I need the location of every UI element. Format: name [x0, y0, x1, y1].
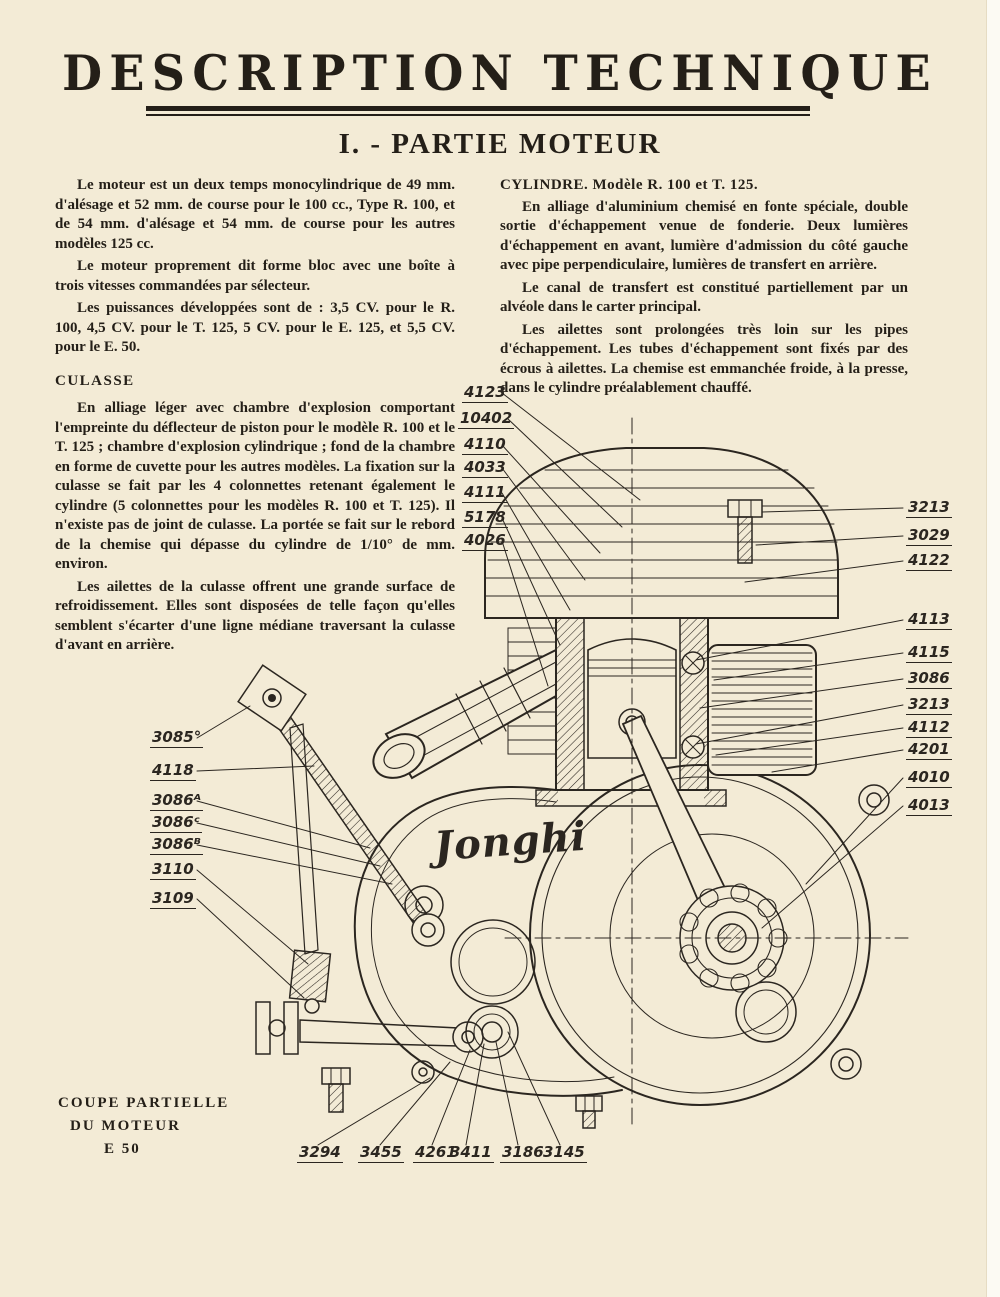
part-label-3213-top: 3213 — [906, 498, 952, 518]
mount-bolt-shank — [328, 1083, 344, 1113]
part-label-3086b: 3086ᴮ — [150, 835, 203, 855]
part-label-3411: 3411 — [448, 1143, 494, 1163]
caption-line-3: E 50 — [104, 1141, 141, 1157]
part-label-4113: 4113 — [906, 610, 952, 630]
left-column: Le moteur est un deux temps monocylindri… — [55, 176, 455, 659]
culasse-heading: CULASSE — [55, 372, 135, 389]
control-lever — [237, 664, 445, 947]
part-label-4115: 4115 — [906, 643, 952, 663]
crankcase-left-housing — [353, 786, 623, 1097]
part-label-4110: 4110 — [462, 435, 508, 455]
part-label-3186: 3186 — [500, 1143, 546, 1163]
intake-pipe — [372, 648, 557, 780]
part-label-3213-mid: 3213 — [906, 695, 952, 715]
part-label-4033: 4033 — [462, 458, 508, 478]
head-stud — [737, 516, 753, 564]
cylindre-heading: CYLINDRE. Modèle R. 100 et T. 125. — [500, 177, 759, 193]
paragraph: Les puissances développées sont de : 3,5… — [55, 300, 455, 355]
part-label-3455: 3455 — [358, 1143, 404, 1163]
part-label-3029: 3029 — [906, 526, 952, 546]
part-label-4010: 4010 — [906, 768, 952, 788]
part-label-3085: 3085° — [150, 728, 204, 748]
part-label-4013: 4013 — [906, 796, 952, 816]
part-label-4118: 4118 — [150, 761, 196, 781]
scan-edge — [986, 0, 1000, 1297]
part-label-4201: 4201 — [906, 740, 952, 760]
paragraph: En alliage léger avec chambre d'explosio… — [55, 400, 455, 572]
part-label-3294: 3294 — [297, 1143, 343, 1163]
paragraph: Le canal de transfert est constitué part… — [500, 279, 908, 316]
section-heading: I. - PARTIE MOTEUR — [338, 128, 662, 160]
part-label-4111: 4111 — [462, 483, 508, 503]
part-label-3086: 3086 — [906, 669, 952, 689]
cylinder-head — [484, 447, 839, 619]
part-label-3109: 3109 — [150, 889, 196, 909]
centerlines — [504, 417, 909, 1126]
part-label-4122: 4122 — [906, 551, 952, 571]
mount-bolt-head — [321, 1067, 351, 1085]
caption-line-2: DU MOTEUR — [70, 1118, 181, 1134]
paragraph: En alliage d'aluminium chemisé en fonte … — [500, 198, 908, 274]
right-column: CYLINDRE. Modèle R. 100 et T. 125. En al… — [500, 176, 908, 402]
transfer-cover — [681, 644, 817, 776]
part-label-4261: 4261 — [413, 1143, 459, 1163]
head-nut — [727, 499, 763, 518]
part-label-3086a: 3086ᴬ — [150, 791, 204, 811]
part-label-4026: 4026 — [462, 531, 508, 551]
paragraph: Les ailettes de la culasse offrent une g… — [55, 578, 455, 654]
paragraph: Le moteur est un deux temps monocylindri… — [55, 177, 455, 252]
bottom-linkage — [255, 1001, 519, 1113]
part-label-10402: 10402 — [458, 409, 515, 429]
linkage-left — [288, 723, 332, 1014]
part-label-3145: 3145 — [541, 1143, 587, 1163]
leader-lines — [196, 392, 904, 1146]
part-label-5178: 5178 — [462, 508, 508, 528]
part-label-4123: 4123 — [462, 383, 508, 403]
part-label-3110: 3110 — [150, 860, 196, 880]
part-label-3086c: 3086ᶜ — [150, 813, 202, 833]
paragraph: Le moteur proprement dit forme bloc avec… — [55, 258, 455, 294]
paragraph: Les ailettes sont prolongées très loin s… — [500, 321, 908, 397]
page-title: DESCRIPTION TECHNIQUE — [62, 44, 938, 102]
cylinder-base-flange — [535, 789, 727, 807]
part-label-4112: 4112 — [906, 718, 952, 738]
title-underline — [146, 106, 810, 116]
caption-line-1: COUPE PARTIELLE — [58, 1095, 230, 1111]
diagram-caption: COUPE PARTIELLE DU MOTEUR E 50 — [58, 1092, 229, 1161]
